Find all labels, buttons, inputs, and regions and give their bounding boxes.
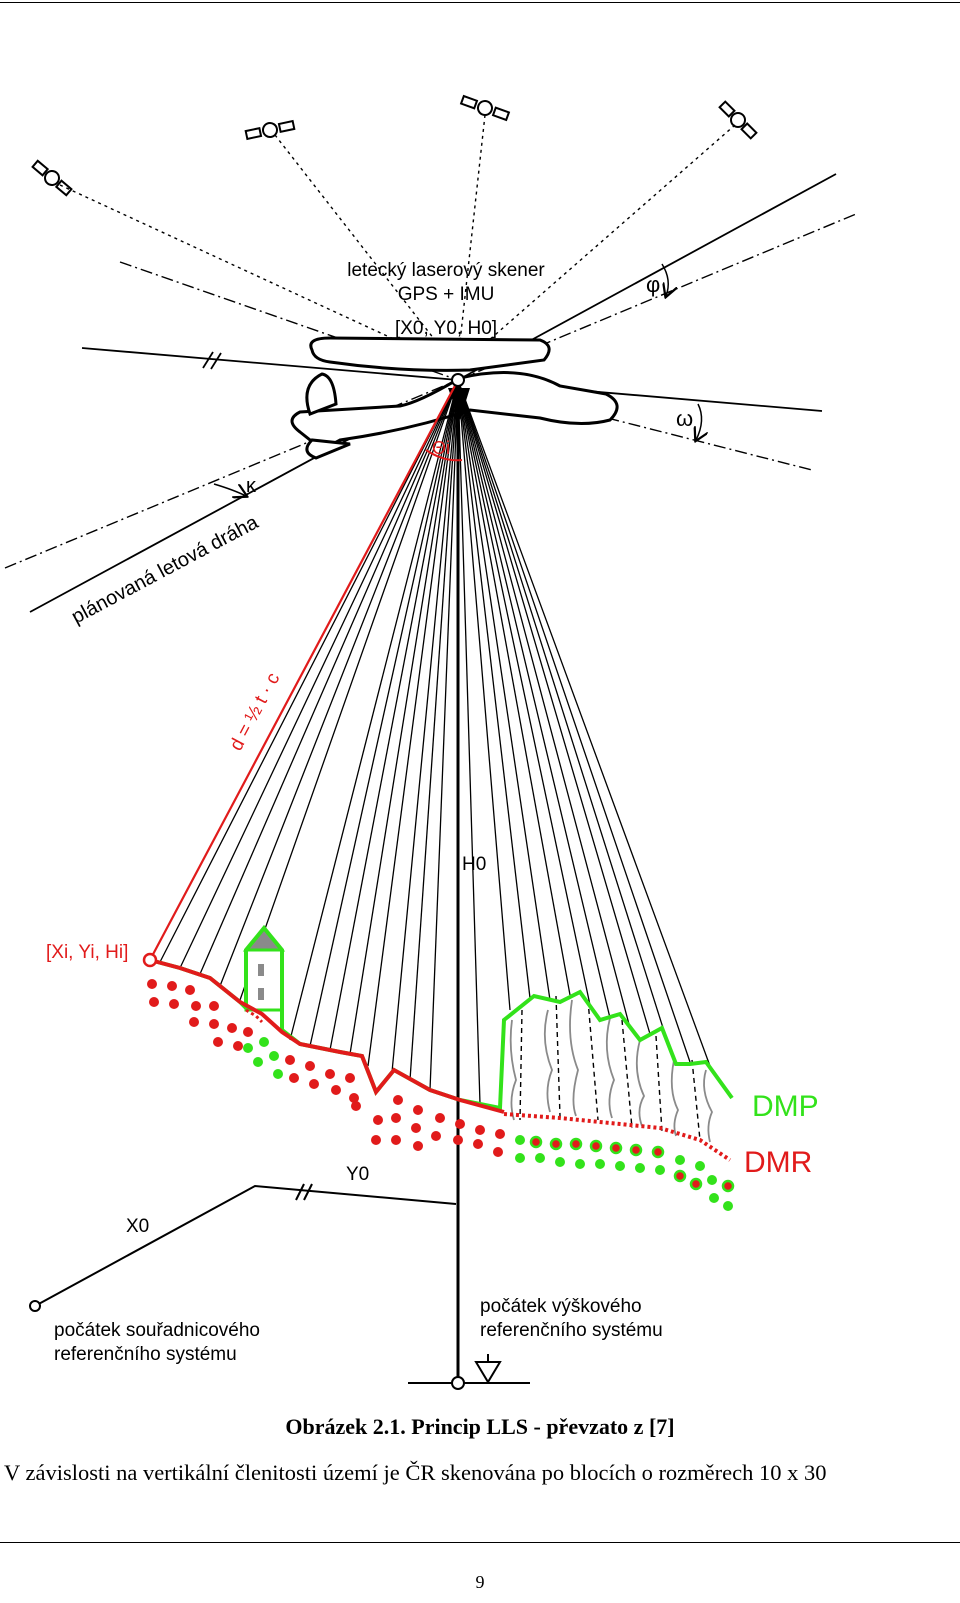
dmp-label: DMP (752, 1090, 819, 1123)
y-axis-label: Y0 (346, 1164, 369, 1185)
satellite-icon (718, 100, 758, 140)
angle-kappa-label: κ (246, 475, 257, 497)
distance-formula-label: d = ½ t · c (226, 669, 284, 754)
figure-caption: Obrázek 2.1. Princip LLS - převzato z [7… (285, 1414, 675, 1439)
dmr-green-points (243, 1037, 733, 1211)
scanner-label-line1: letecký laserový skener (347, 260, 545, 281)
height-origin-point (451, 1376, 465, 1390)
height-label: H0 (462, 854, 486, 875)
top-rule (0, 2, 960, 3)
measured-point (142, 952, 158, 968)
angle-arcs (213, 263, 702, 496)
angle-phi-label: φ (646, 272, 660, 297)
satellite-icon (459, 94, 511, 122)
benchmark-triangle-icon (474, 1354, 502, 1384)
coord-origin-label-line2: referenčního systému (54, 1344, 237, 1365)
page-number: 9 (475, 1572, 485, 1592)
origin-coordinates-label: [X0, Y0, H0] (395, 318, 497, 339)
body-text: V závislosti na vertikální členitosti úz… (4, 1460, 827, 1485)
dmr-terrain-line-hidden (503, 1112, 732, 1162)
scanner-origin-point (451, 373, 465, 387)
lls-principle-figure: letecký laserový skener GPS + IMU [X0, Y… (4, 94, 857, 1390)
coord-origin-label-line1: počátek souřadnicového (54, 1320, 260, 1341)
height-origin-label-line1: počátek výškového (480, 1296, 642, 1317)
tree-trunks (519, 995, 701, 1141)
coord-origin-point (29, 1300, 41, 1312)
flight-path-label: plánovaná letová dráha (68, 511, 263, 628)
dmr-terrain-line (149, 958, 505, 1114)
laser-scan-lines (159, 379, 711, 1105)
angle-omega-label: ω (676, 406, 693, 431)
satellite-icon (31, 159, 73, 197)
x-axis-label: X0 (126, 1216, 149, 1237)
satellite-icon (244, 119, 296, 141)
scanner-label-line2: GPS + IMU (398, 284, 495, 305)
theta-arc (425, 449, 463, 462)
dmr-label: DMR (744, 1146, 812, 1179)
height-origin-label-line2: referenčního systému (480, 1320, 663, 1341)
satellite-signal-lines (59, 114, 736, 366)
tree-icon (509, 999, 713, 1143)
dmr-points (147, 979, 505, 1157)
angle-theta-label: Θi (432, 438, 450, 458)
measured-point-label: [Xi, Yi, Hi] (46, 942, 128, 963)
ground-reference-axes (34, 1183, 530, 1384)
measured-ray (149, 379, 459, 961)
dmr-mixed-points (529, 1135, 735, 1193)
footer-rule (0, 1542, 960, 1543)
